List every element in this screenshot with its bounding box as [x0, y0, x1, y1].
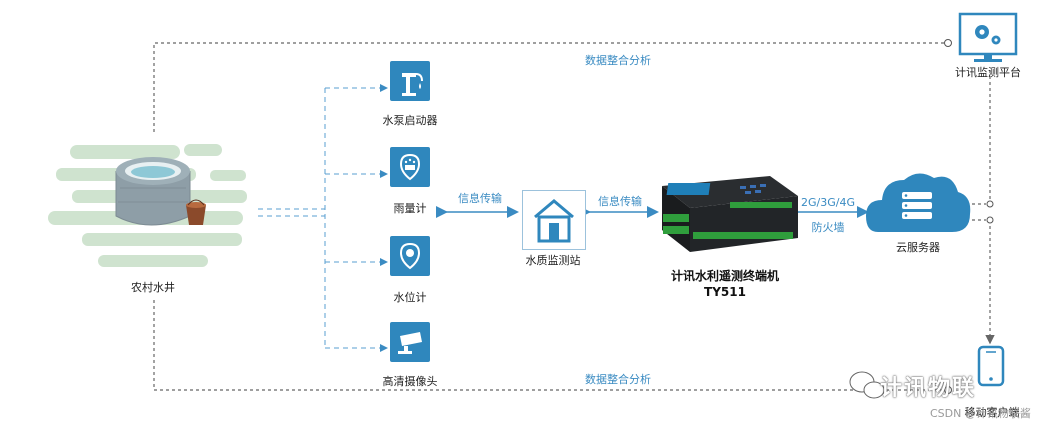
csdn-watermark: CSDN @计讯物联酱: [930, 407, 1031, 420]
wechat-icon: [849, 371, 885, 399]
cloud-port-top: [986, 200, 994, 208]
top-loop-endpoint: [944, 39, 952, 47]
terminal-green-terminals: [663, 202, 793, 239]
bucket-icon: [186, 199, 206, 225]
terminal-label-line1: 计讯水利遥测终端机: [670, 269, 780, 283]
water-quality-station: [522, 190, 586, 250]
rain-gauge-node: [390, 147, 430, 187]
sensor-fanout: [258, 84, 388, 352]
bottom-loop-endpoint: [944, 386, 952, 394]
well-body: [115, 157, 191, 226]
server-stack-icon: [902, 192, 932, 219]
terminal-lcd: [666, 183, 711, 195]
bottom-loop-line: [153, 300, 945, 391]
station-label: 水质监测站: [525, 254, 581, 267]
top-analysis-label: 数据整合分析: [585, 54, 651, 67]
mobile-label: 移动客户端: [964, 406, 1020, 419]
pump-starter-label: 水泵启动器: [382, 114, 438, 127]
water-level-label: 水位计: [393, 291, 427, 304]
camera-label: 高清摄像头: [382, 375, 438, 388]
pump-starter-node: [390, 61, 430, 101]
terminal-label-line2: TY511: [704, 285, 746, 299]
transmission-label-2: 信息传输: [598, 195, 642, 208]
right-vertical-lines: [960, 70, 995, 345]
camera-node: [390, 322, 430, 362]
station-house-icon: [534, 199, 574, 243]
transmission-label-1: 信息传输: [458, 192, 502, 205]
terminal-device: [662, 176, 798, 252]
cctv-camera-icon: [398, 332, 422, 354]
top-loop-line: [153, 42, 945, 132]
firewall-label: 防火墙: [811, 221, 845, 234]
bottom-analysis-label: 数据整合分析: [585, 373, 651, 386]
water-pump-icon: [402, 73, 423, 96]
platform-label: 计讯监测平台: [955, 66, 1021, 79]
water-level-node: [390, 236, 430, 276]
terminal-keys: [740, 184, 766, 194]
cloud-port-bottom: [986, 216, 994, 224]
terminal-label: 计讯水利遥测终端机 TY511: [671, 268, 779, 300]
rain-gauge-label: 雨量计: [393, 202, 427, 215]
monitor-gear-icon: [958, 12, 1018, 62]
mobile-phone-icon: [977, 345, 1005, 387]
water-level-icon: [399, 242, 421, 270]
well-illustration: [48, 144, 247, 267]
cloud-server-icon: [866, 173, 971, 232]
rain-gauge-icon: [399, 153, 421, 181]
brand-watermark: 计讯物联: [880, 376, 977, 401]
well-label: 农村水井: [131, 281, 175, 294]
network-label: 2G/3G/4G: [801, 196, 855, 209]
cloud-label: 云服务器: [896, 241, 940, 254]
